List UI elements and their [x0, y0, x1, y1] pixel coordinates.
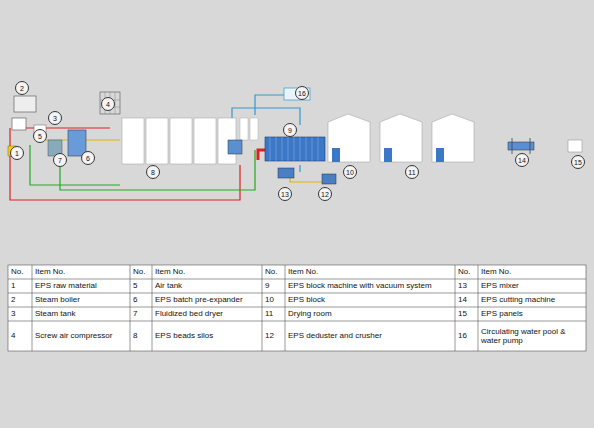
table-cell: EPS cutting machine: [481, 293, 584, 307]
table-cell: Fluidized bed dryer: [155, 307, 260, 321]
table-cell: Drying room: [288, 307, 453, 321]
callout-number: 14: [515, 153, 529, 167]
table-cell: 1: [11, 279, 30, 293]
table-cell: 11: [265, 307, 283, 321]
callout-number: 13: [278, 187, 292, 201]
callout-number: 11: [405, 165, 419, 179]
item-table: [8, 265, 586, 351]
table-cell: EPS beads silos: [155, 321, 260, 351]
table-cell: 10: [265, 293, 283, 307]
pipes: [10, 95, 330, 200]
table-cell: 16: [458, 321, 476, 351]
table-cell: 3: [11, 307, 30, 321]
table-cell: Item No.: [155, 265, 260, 279]
table-cell: 14: [458, 293, 476, 307]
callout-number: 7: [53, 153, 67, 167]
table-cell: Steam boiler: [35, 293, 128, 307]
callout-number: 8: [146, 165, 160, 179]
table-cell: 7: [133, 307, 150, 321]
table-cell: EPS block machine with vacuum system: [288, 279, 453, 293]
table-cell: Circulating water pool & water pump: [481, 321, 584, 351]
raw-material-and-boiler: [8, 92, 120, 156]
table-cell: 5: [133, 279, 150, 293]
table-cell: 6: [133, 293, 150, 307]
table-cell: No.: [458, 265, 476, 279]
table-cell: Item No.: [481, 265, 584, 279]
table-cell: Screw air compressor: [35, 321, 128, 351]
table-cell: Item No.: [35, 265, 128, 279]
callout-number: 15: [571, 155, 585, 169]
silos: [122, 118, 236, 164]
table-cell: EPS panels: [481, 307, 584, 321]
pre-expander-and-block-machine: [228, 88, 336, 184]
table-cell: Steam tank: [35, 307, 128, 321]
table-cell: 8: [133, 321, 150, 351]
table-cell: 15: [458, 307, 476, 321]
drying-rooms: [328, 114, 474, 162]
table-cell: EPS batch pre-expander: [155, 293, 260, 307]
table-cell: Item No.: [288, 265, 453, 279]
callout-number: 1: [10, 146, 24, 160]
table-cell: EPS deduster and crusher: [288, 321, 453, 351]
table-cell: No.: [11, 265, 30, 279]
table-cell: No.: [133, 265, 150, 279]
table-cell: EPS mixer: [481, 279, 584, 293]
table-cell: 2: [11, 293, 30, 307]
table-cell: 9: [265, 279, 283, 293]
callout-number: 2: [15, 81, 29, 95]
table-cell: No.: [265, 265, 283, 279]
callout-number: 5: [33, 129, 47, 143]
callout-number: 10: [343, 165, 357, 179]
callout-number: 9: [283, 123, 297, 137]
callout-number: 16: [295, 86, 309, 100]
table-cell: EPS raw material: [35, 279, 128, 293]
callout-number: 3: [48, 111, 62, 125]
table-cell: EPS block: [288, 293, 453, 307]
callout-number: 4: [101, 97, 115, 111]
table-cell: 12: [265, 321, 283, 351]
callout-number: 12: [318, 187, 332, 201]
cutting-machine-and-panels: [508, 138, 582, 154]
table-cell: 13: [458, 279, 476, 293]
table-cell: Air tank: [155, 279, 260, 293]
callout-number: 6: [81, 151, 95, 165]
table-cell: 4: [11, 321, 30, 351]
